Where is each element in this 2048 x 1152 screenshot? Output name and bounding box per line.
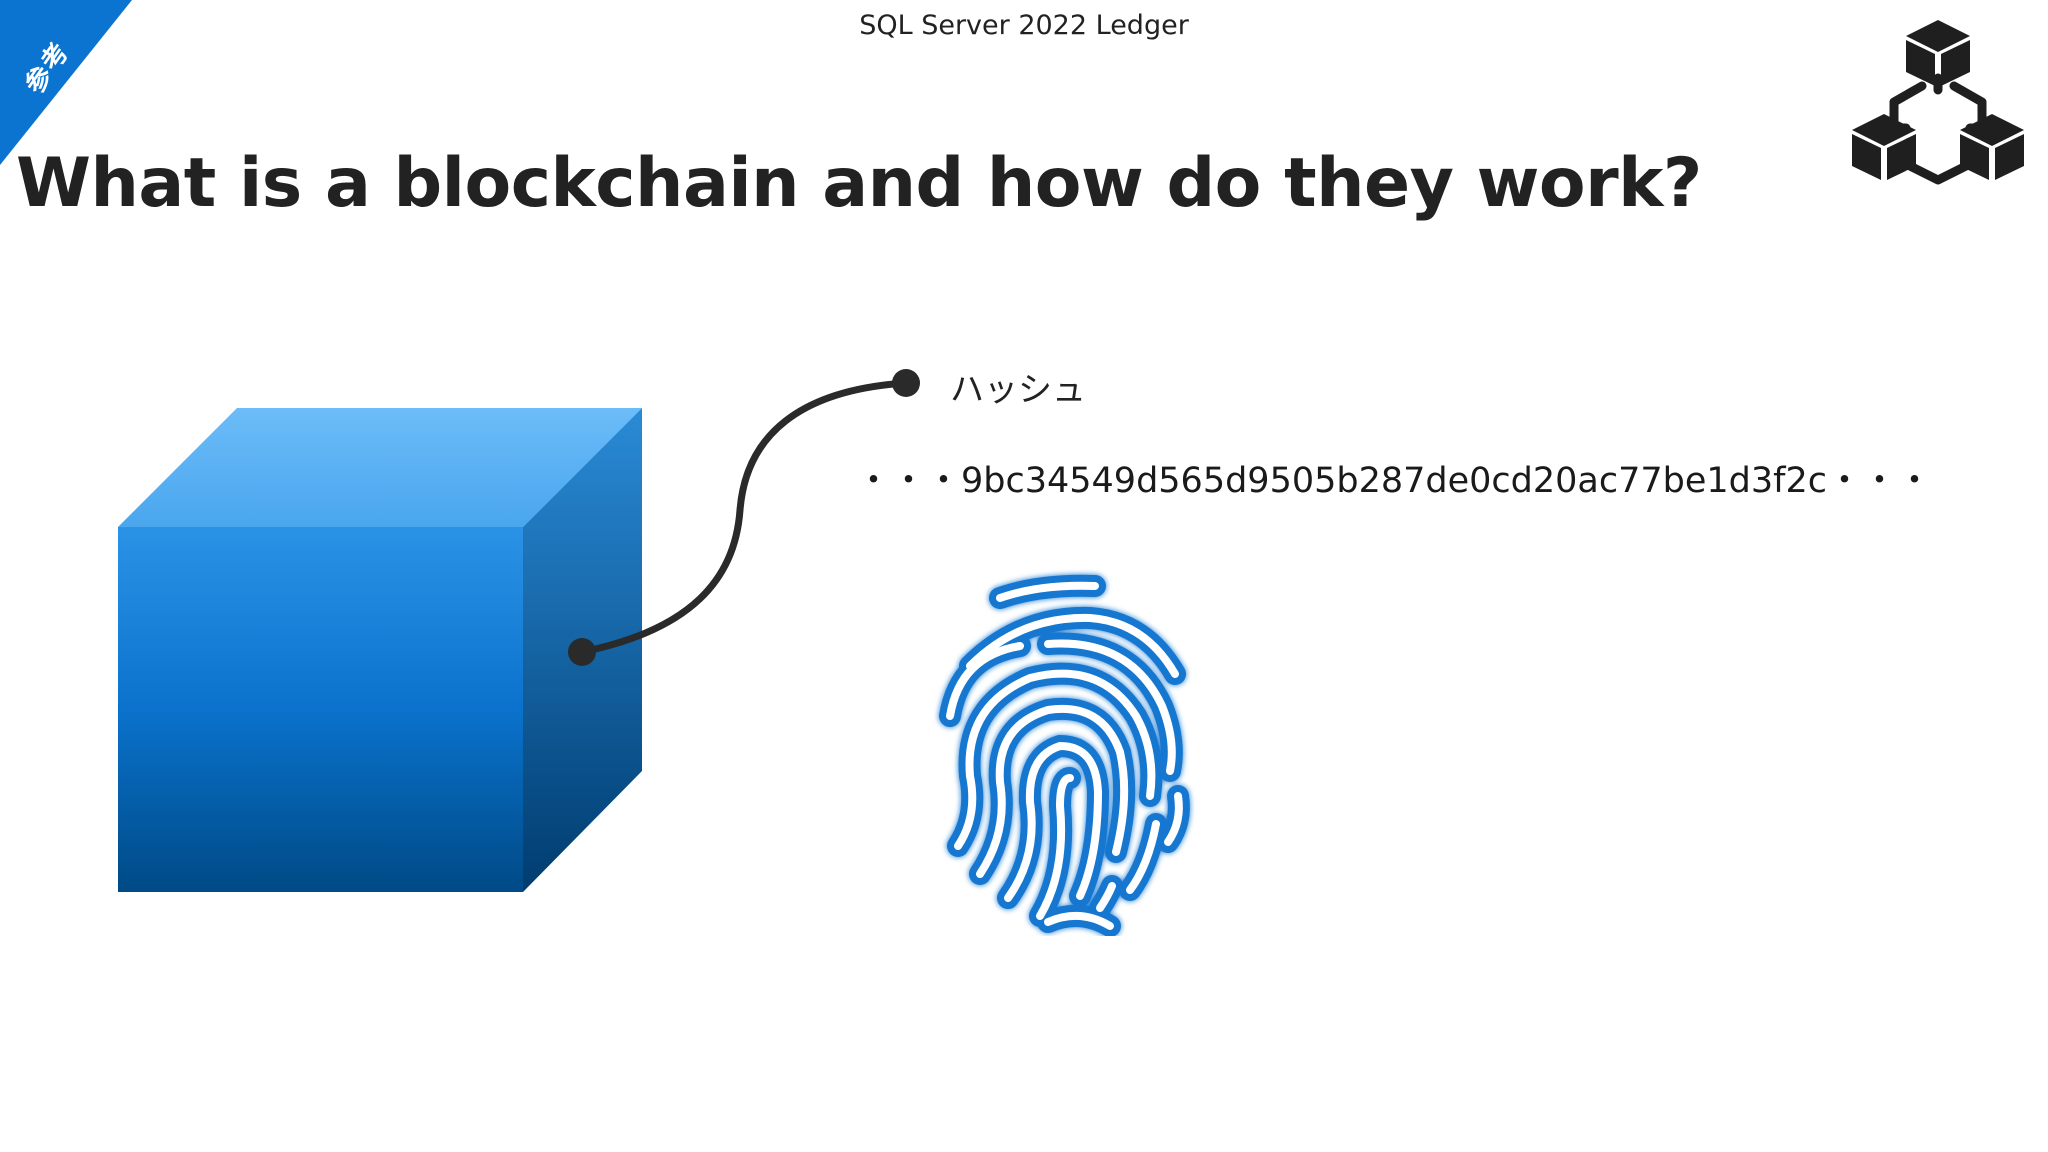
corner-ribbon	[0, 0, 132, 165]
fingerprint-icon	[939, 574, 1190, 936]
page-title: What is a blockchain and how do they wor…	[16, 144, 1702, 223]
hash-value: ・・・9bc34549d565d9505b287de0cd20ac77be1d3…	[856, 461, 1932, 501]
hash-label: ハッシュ	[950, 370, 1086, 410]
header-title: SQL Server 2022 Ledger	[859, 10, 1189, 41]
hash-connector-line	[568, 369, 920, 666]
blockchain-cubes-icon	[1852, 20, 2024, 185]
block-cube-icon	[118, 408, 642, 892]
